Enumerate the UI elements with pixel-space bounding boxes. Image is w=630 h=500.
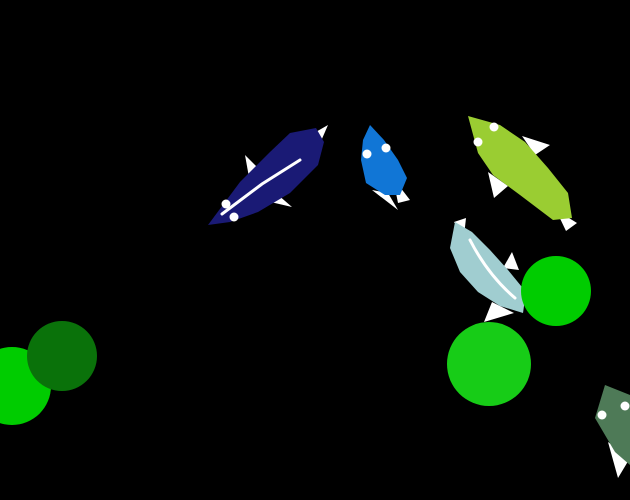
fish-navy-eye [229,212,239,222]
fish-navy-eye [221,199,231,209]
food-pellet-left-dark[interactable] [27,321,97,391]
fish-blue-eye [381,143,391,153]
food-pellet-right-upper[interactable] [521,256,591,326]
fish-pale-blue-tail [484,302,514,322]
food-pellet-right-lower[interactable] [447,322,531,406]
fish-yellow-green-body [468,116,572,220]
fish-pale-blue-fin [503,252,519,270]
fish-yellow-green-eye [473,137,483,147]
fish-navy-stripe [220,158,302,216]
fish-sea-green-eye [597,410,607,420]
fish-yellow-green-fin [522,136,550,155]
fish-sea-green-eye [620,401,630,411]
fish-sea-green[interactable] [595,385,630,478]
fish-pale-blue-stripe [468,238,517,300]
fish-pale-blue[interactable] [450,218,526,322]
fish-blue-fin [372,190,398,210]
fish-yellow-green[interactable] [468,116,577,231]
fish-navy[interactable] [208,125,328,225]
fish-navy-body [208,128,324,225]
fish-yellow-green-fin [488,172,508,198]
fish-yellow-green-eye [489,122,499,132]
fish-sea-green-fin [608,442,630,478]
fish-blue-eye [362,149,372,159]
fish-blue-body [361,125,407,195]
fish-blue[interactable] [361,125,410,210]
